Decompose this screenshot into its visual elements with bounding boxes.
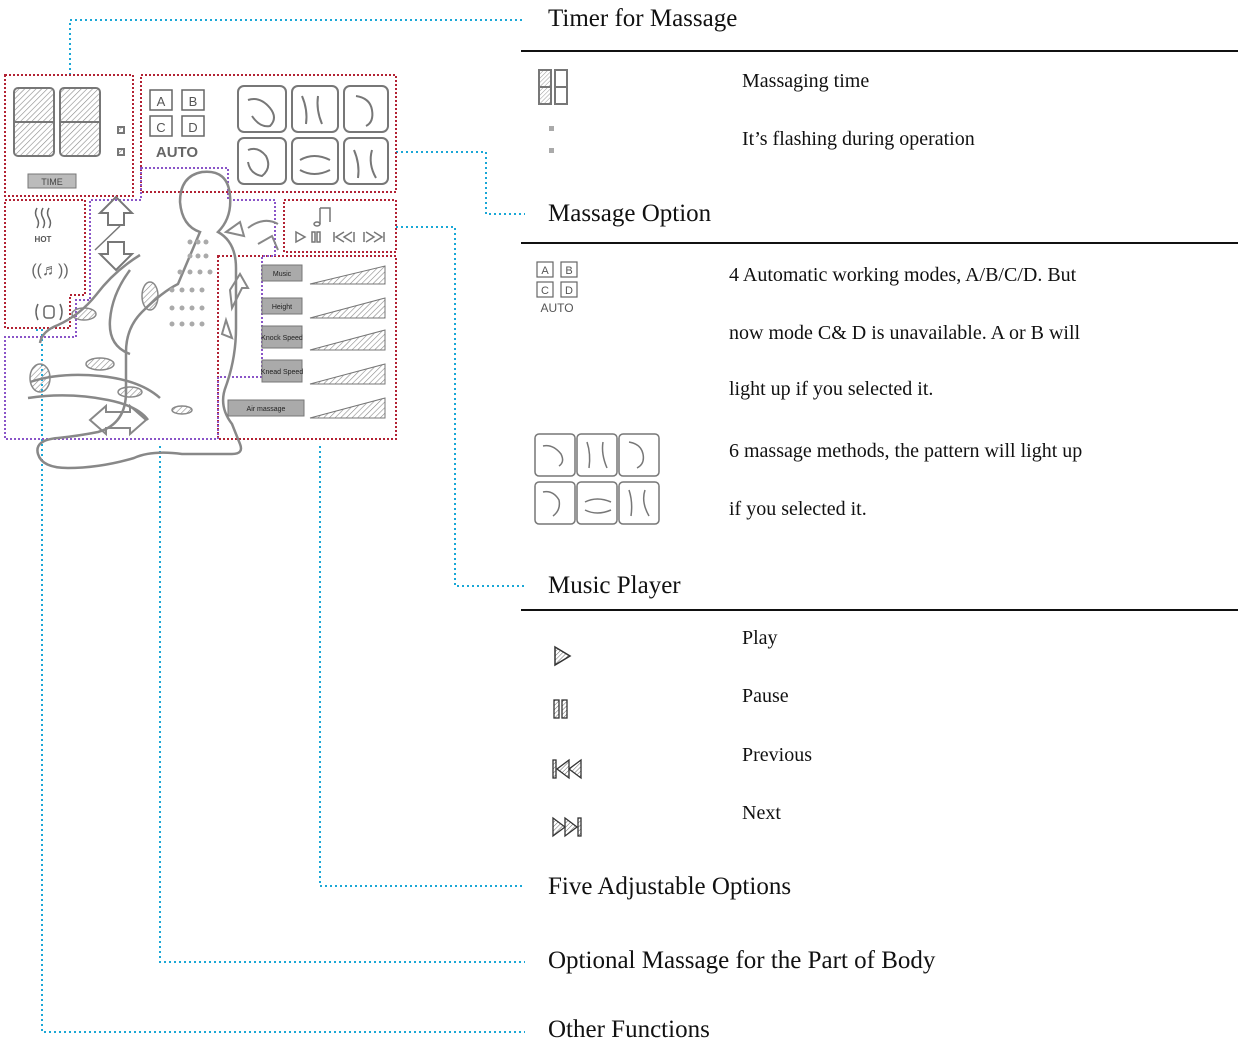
leader-lines	[36, 19, 525, 1033]
auto-label: AUTO	[156, 144, 199, 161]
lcd-panel-diagram: TIME A B C D AUTO HOT ((♬))	[4, 19, 525, 1033]
timer-row-1: Massaging time	[742, 70, 870, 92]
adjustable-box	[217, 255, 397, 440]
heat-icon	[34, 207, 52, 229]
next-icon	[552, 816, 582, 838]
modes-line-2: now mode C& D is unavailable. A or B wil…	[729, 322, 1081, 344]
auto-modes-icon: A B C D AUTO	[536, 261, 578, 315]
adjust-label-knock: Knock Speed	[261, 335, 303, 342]
leader-five-adjustable	[319, 446, 525, 887]
timer-box	[4, 74, 134, 197]
other-functions-box	[4, 199, 86, 329]
methods-line-1: 6 massage methods, the pattern will ligh…	[729, 440, 1083, 462]
leader-body-part	[159, 446, 525, 963]
music-player-divider	[521, 609, 1238, 611]
adjust-label-air: Air massage	[247, 406, 286, 413]
massage-option-box	[140, 74, 397, 193]
svg-text:AUTO: AUTO	[540, 301, 573, 315]
body-pads	[29, 281, 193, 415]
seven-segment-display	[13, 87, 125, 157]
time-label: TIME	[41, 177, 63, 187]
massage-option-divider	[521, 242, 1238, 244]
svg-text:D: D	[565, 285, 573, 297]
music-row-next: Next	[742, 802, 781, 824]
music-player-heading: Music Player	[548, 572, 681, 599]
music-vibration-icon: ((♬))	[31, 262, 68, 279]
five-adjustable-heading: Five Adjustable Options	[548, 873, 792, 900]
mode-letter-c: C	[156, 120, 165, 135]
digits-icon	[538, 69, 568, 105]
vibration-icon	[35, 303, 63, 321]
colon-dots-icon	[549, 126, 554, 153]
body-part-box	[4, 167, 276, 440]
body-dots	[169, 239, 213, 327]
mode-letter-d: D	[188, 120, 197, 135]
music-box	[283, 199, 397, 253]
body-figure	[27, 170, 279, 470]
time-label-box	[27, 173, 77, 189]
pause-icon	[553, 699, 568, 719]
body-part-heading: Optional Massage for the Part of Body	[548, 947, 936, 974]
adjustable-bars	[227, 264, 386, 419]
adjust-label-music: Music	[273, 271, 292, 278]
leader-other	[36, 329, 525, 1033]
leader-massage-option	[396, 151, 525, 215]
play-icon	[554, 645, 572, 667]
svg-text:B: B	[565, 265, 572, 277]
leader-timer	[69, 19, 525, 75]
music-player-icons	[295, 207, 385, 244]
hot-label: HOT	[35, 235, 52, 244]
leader-music	[396, 226, 525, 587]
up-down-arrows	[94, 195, 135, 272]
mode-letter-b: B	[189, 94, 198, 109]
massage-option-heading: Massage Option	[548, 200, 712, 227]
modes-line-1: 4 Automatic working modes, A/B/C/D. But	[729, 264, 1077, 286]
modes-line-3: light up if you selected it.	[729, 378, 934, 400]
adjust-label-height: Height	[272, 304, 292, 311]
music-row-play: Play	[742, 627, 778, 649]
mode-letter-boxes	[149, 89, 205, 137]
music-row-pause: Pause	[742, 685, 789, 707]
timer-row-2: It’s flashing during operation	[742, 128, 975, 150]
adjust-label-knead: Knead Speed	[261, 369, 304, 376]
svg-text:C: C	[541, 285, 549, 297]
massage-methods-icon	[534, 433, 660, 525]
previous-icon	[552, 758, 582, 780]
mode-letter-a: A	[157, 94, 166, 109]
timer-heading: Timer for Massage	[548, 5, 738, 32]
methods-line-2: if you selected it.	[729, 498, 867, 520]
music-row-previous: Previous	[742, 744, 812, 766]
timer-divider	[521, 50, 1238, 52]
other-functions-heading: Other Functions	[548, 1016, 710, 1043]
massage-method-icons	[237, 85, 389, 185]
svg-text:A: A	[541, 265, 549, 277]
